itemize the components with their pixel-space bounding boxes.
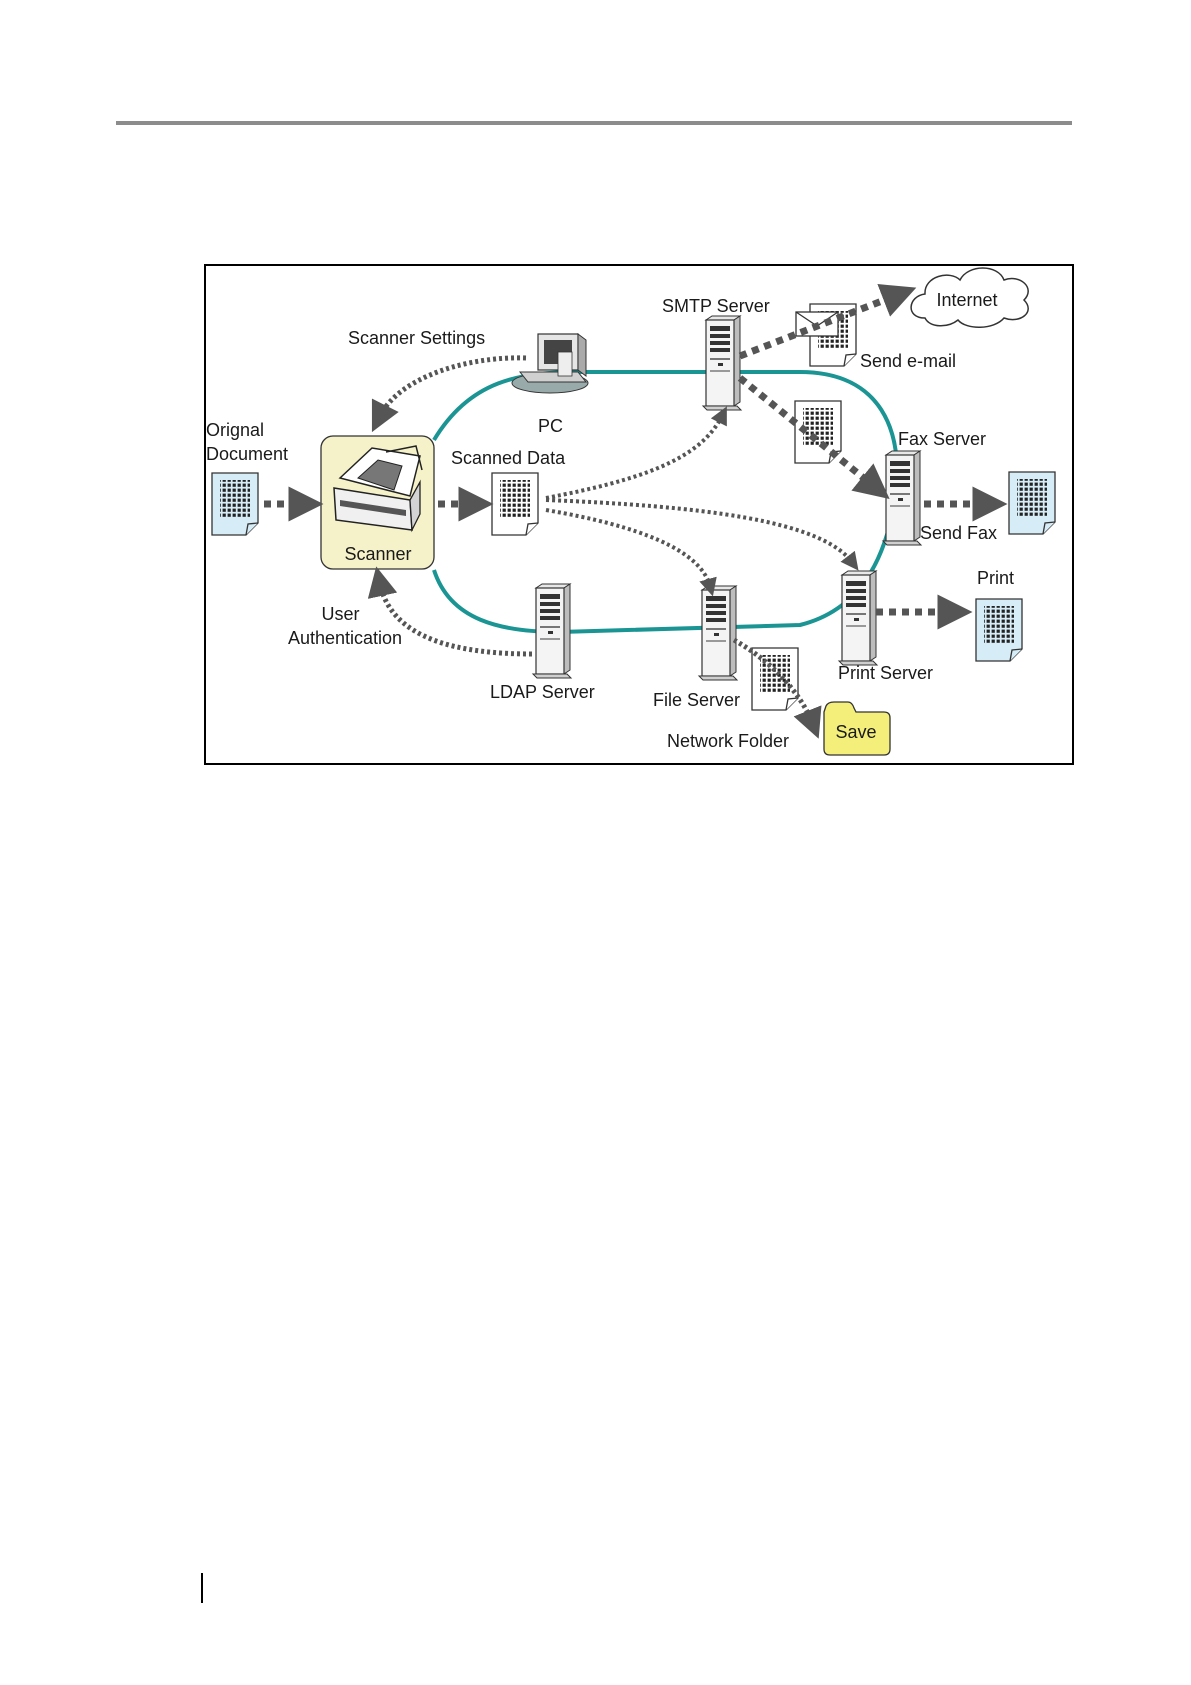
- server-tower-icon: [839, 571, 877, 665]
- send-email-label: Send e-mail: [860, 351, 956, 371]
- original-document-label-line1: Orignal: [206, 420, 264, 440]
- scanned-data-label: Scanned Data: [451, 448, 566, 468]
- smtp-server-label: SMTP Server: [662, 296, 770, 316]
- scanned-data: Scanned Data: [451, 448, 566, 535]
- print-server-label: Print Server: [838, 663, 933, 683]
- pc-icon: [512, 334, 588, 393]
- original-document-label: Orignal Document: [206, 420, 288, 464]
- document-icon: [1009, 472, 1055, 534]
- internet-node: Internet: [911, 268, 1028, 327]
- user-authentication-label: User Authentication: [288, 604, 402, 648]
- server-tower-icon: [533, 584, 571, 678]
- original-document: Orignal Document: [206, 420, 288, 535]
- document-icon: [976, 599, 1022, 661]
- send-fax-label: Send Fax: [920, 523, 997, 543]
- arrow-data-to-print-server: [546, 500, 852, 562]
- arrow-data-to-file-server: [546, 510, 710, 586]
- network-folder-label: Network Folder: [667, 731, 789, 751]
- print-server-node: Print Server: [838, 571, 933, 683]
- ldap-server-node: LDAP Server: [490, 584, 595, 702]
- server-tower-icon: [699, 586, 737, 680]
- scanner-node: Scanner: [321, 436, 434, 569]
- print-output: Print: [976, 568, 1022, 661]
- pc-node: PC: [512, 334, 588, 436]
- document-icon: [212, 473, 258, 535]
- user-authentication-label-line2: Authentication: [288, 628, 402, 648]
- scanner-settings-label: Scanner Settings: [348, 328, 485, 348]
- internet-label: Internet: [936, 290, 997, 310]
- save-label: Save: [835, 722, 876, 742]
- arrow-data-to-smtp: [546, 416, 722, 498]
- scanner-label: Scanner: [344, 544, 411, 564]
- fax-server-label: Fax Server: [898, 429, 986, 449]
- server-tower-icon: [703, 316, 741, 410]
- server-tower-icon: [883, 451, 921, 545]
- file-server-node: File Server: [653, 586, 740, 710]
- file-server-label: File Server: [653, 690, 740, 710]
- pc-label: PC: [538, 416, 563, 436]
- original-document-label-line2: Document: [206, 444, 288, 464]
- user-authentication-label-line1: User: [321, 604, 359, 624]
- arrow-ldap-to-scanner-authentication: [380, 584, 532, 654]
- ldap-server-label: LDAP Server: [490, 682, 595, 702]
- arrow-pc-to-scanner-settings: [380, 358, 526, 416]
- print-label: Print: [977, 568, 1014, 588]
- document-icon: [492, 473, 538, 535]
